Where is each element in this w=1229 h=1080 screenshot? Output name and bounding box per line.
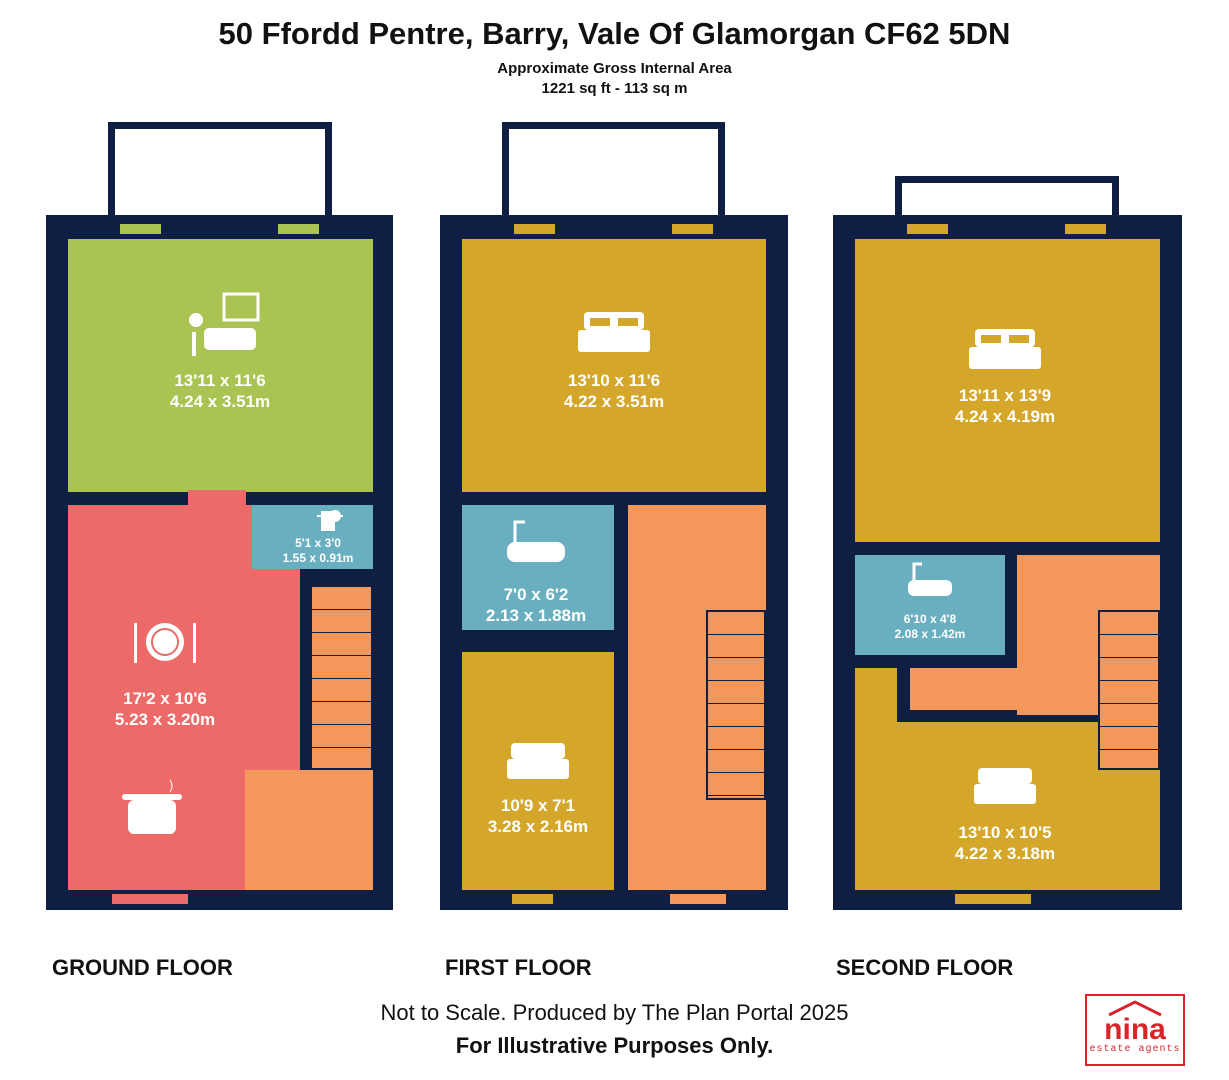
nina-logo: nina estate agents: [1085, 994, 1185, 1066]
floor-label: FIRST FLOOR: [445, 955, 592, 980]
scale-note: Not to Scale. Produced by The Plan Porta…: [380, 1000, 849, 1025]
cooking-pot-icon: [122, 779, 182, 834]
bed-icon: [507, 743, 569, 779]
house-roof-icon: [1108, 1000, 1162, 1016]
window: [512, 222, 557, 236]
bed-icon: [974, 768, 1036, 804]
window: [118, 222, 163, 236]
living-room: [68, 239, 373, 492]
bathtub-icon: [507, 520, 565, 562]
subtitle: Approximate Gross Internal Area: [497, 60, 732, 77]
floor-label: SECOND FLOOR: [836, 955, 1014, 980]
balcony: [108, 122, 332, 217]
bedroom: [855, 239, 1160, 542]
page-title: 50 Ffordd Pentre, Barry, Vale Of Glamorg…: [218, 16, 1011, 51]
bathroom: [855, 555, 1005, 655]
balcony: [502, 122, 725, 217]
window: [1063, 222, 1108, 236]
window: [110, 892, 190, 906]
stairs: [706, 610, 766, 800]
sofa-icon: [189, 292, 260, 356]
landing: [910, 668, 1017, 710]
logo-tagline: estate agents: [1089, 1044, 1181, 1055]
bathroom: [462, 505, 614, 630]
plate-cutlery-icon: [134, 623, 196, 663]
bathtub-icon: [908, 562, 952, 596]
floor-label: GROUND FLOOR: [52, 955, 233, 980]
bed-icon: [578, 312, 650, 352]
disclaimer: For Illustrative Purposes Only.: [455, 1033, 774, 1058]
window: [276, 222, 321, 236]
stairs: [1098, 610, 1160, 770]
window: [905, 222, 950, 236]
bedroom: [462, 239, 766, 492]
corridor: [188, 490, 246, 510]
stairs: [310, 585, 373, 770]
window: [670, 222, 715, 236]
wc: [252, 505, 373, 569]
hallway: [245, 770, 373, 890]
balcony: [895, 176, 1119, 217]
toilet-roll-icon: [317, 510, 343, 531]
total-area: 1221 sq ft - 113 sq m: [541, 80, 688, 97]
window: [668, 892, 728, 906]
bed-icon: [969, 329, 1041, 369]
cupboard: [855, 668, 897, 722]
window: [953, 892, 1033, 906]
window: [510, 892, 555, 906]
logo-name: nina: [1104, 1013, 1166, 1046]
